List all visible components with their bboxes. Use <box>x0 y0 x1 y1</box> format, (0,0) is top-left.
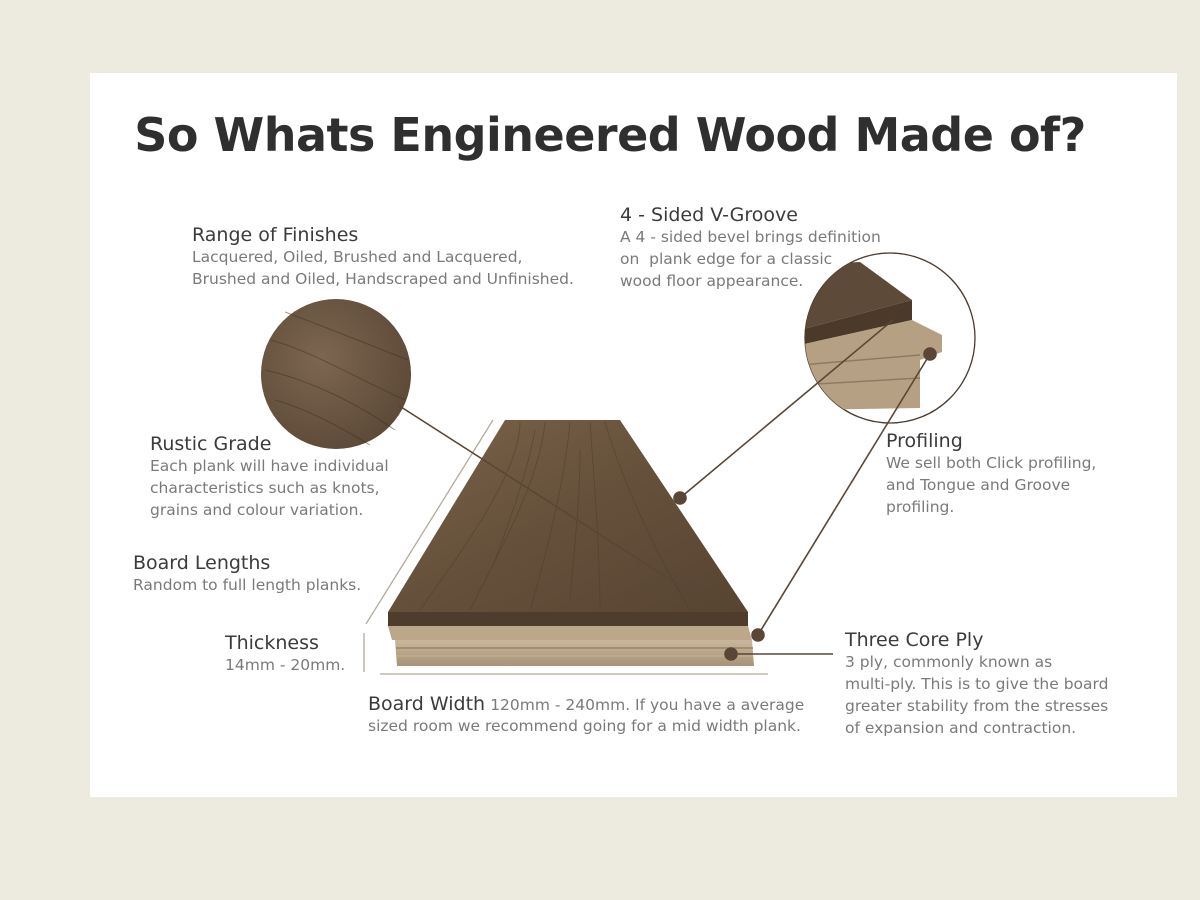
vgroove-label: 4 - Sided V-Groove A 4 - sided bevel bri… <box>620 204 881 292</box>
width-label: Board Width 120mm - 240mm. If you have a… <box>368 693 804 737</box>
ply-label: Three Core Ply 3 ply, commonly known as … <box>845 629 1108 739</box>
profiling-description: We sell both Click profiling, and Tongue… <box>886 454 1097 516</box>
thickness-heading: Thickness <box>225 632 319 654</box>
vgroove-heading: 4 - Sided V-Groove <box>620 204 798 226</box>
edge-detail-circle <box>804 252 976 424</box>
finish-swatch <box>261 299 411 449</box>
width-description: sized room we recommend going for a mid … <box>368 717 801 735</box>
profiling-leader <box>757 353 931 636</box>
lengths-heading: Board Lengths <box>133 552 271 574</box>
profiling-heading: Profiling <box>886 430 963 452</box>
page-title: So Whats Engineered Wood Made of? <box>134 108 1086 162</box>
wood-plank <box>388 420 754 666</box>
finishes-heading: Range of Finishes <box>192 224 359 246</box>
ply-description: 3 ply, commonly known as multi-ply. This… <box>845 653 1109 737</box>
lengths-description: Random to full length planks. <box>133 576 362 594</box>
lengths-label: Board Lengths Random to full length plan… <box>133 552 361 596</box>
width-heading: Board Width <box>368 693 486 715</box>
profiling-label: Profiling We sell both Click profiling, … <box>886 430 1096 518</box>
vgroove-description: A 4 - sided bevel brings definition on p… <box>620 228 881 290</box>
rustic-description: Each plank will have individual characte… <box>150 457 389 519</box>
thickness-description: 14mm - 20mm. <box>225 656 346 674</box>
thickness-label: Thickness 14mm - 20mm. <box>225 632 345 676</box>
ply-heading: Three Core Ply <box>845 629 984 651</box>
rustic-label: Rustic Grade Each plank will have indivi… <box>150 433 389 521</box>
rustic-heading: Rustic Grade <box>150 433 272 455</box>
infographic-card <box>90 73 1177 797</box>
finishes-leader <box>397 404 689 592</box>
board-length-guide <box>365 419 494 625</box>
vgroove-leader <box>679 319 894 499</box>
finishes-label: Range of Finishes Lacquered, Oiled, Brus… <box>192 224 574 290</box>
finishes-description: Lacquered, Oiled, Brushed and Lacquered,… <box>192 248 574 288</box>
width-description-inline: 120mm - 240mm. If you have a average <box>490 696 805 714</box>
